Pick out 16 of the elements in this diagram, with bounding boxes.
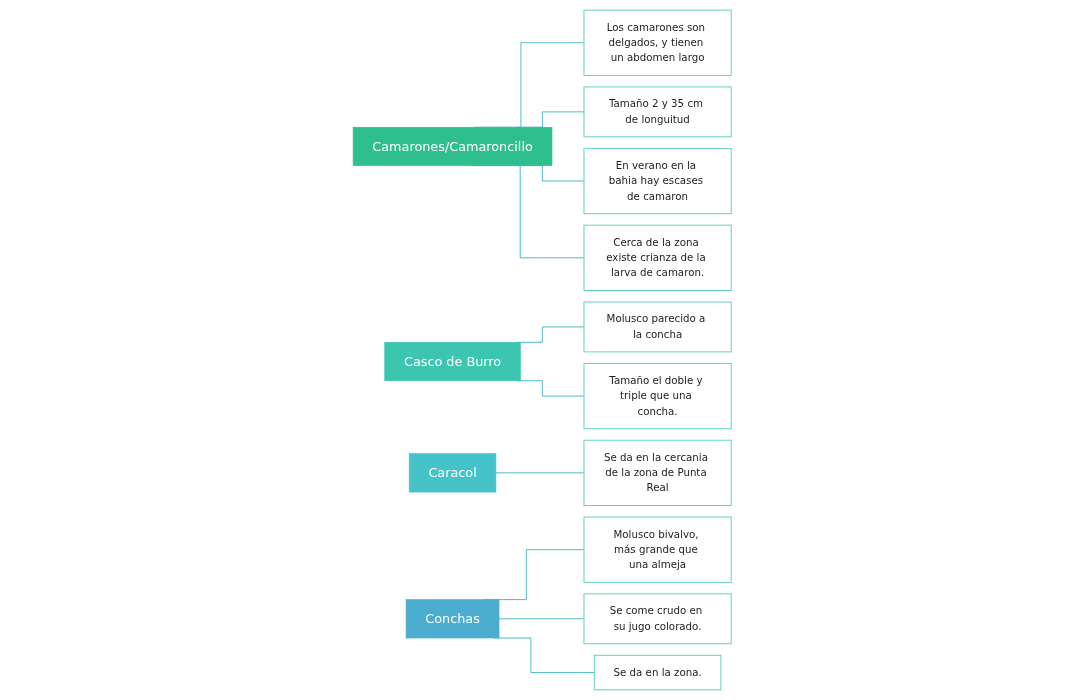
node-box: Se come crudo en su jugo colorado. xyxy=(583,593,732,645)
node-box: Caracol xyxy=(409,453,497,493)
node-box: Tamaño el doble y triple que una concha. xyxy=(583,362,732,430)
node-box: Casco de Burro xyxy=(384,342,522,382)
node-box: Se da en la zona. xyxy=(594,654,722,691)
node-box: Tamaño 2 y 35 cm de longuitud xyxy=(583,86,732,138)
connector xyxy=(498,618,585,620)
node-box: Se da en la cercania de la zona de Punta Real xyxy=(583,439,732,506)
node-box: Los camarones son delgados, y tienen un abdomen largo xyxy=(583,9,732,76)
node-box: Camarones/Camaroncillo xyxy=(353,126,553,166)
node-box: Conchas xyxy=(406,599,500,639)
connector xyxy=(495,472,585,474)
node-box: En verano en la bahia hay escases de camaron xyxy=(583,147,732,215)
node-box: Cerca de la zona existe crianza de la larva de camaron. xyxy=(583,224,732,291)
node-box: Molusco parecido a la concha xyxy=(583,301,732,353)
node-box: Molusco bivalvo, más grande que una almeja xyxy=(583,516,732,583)
